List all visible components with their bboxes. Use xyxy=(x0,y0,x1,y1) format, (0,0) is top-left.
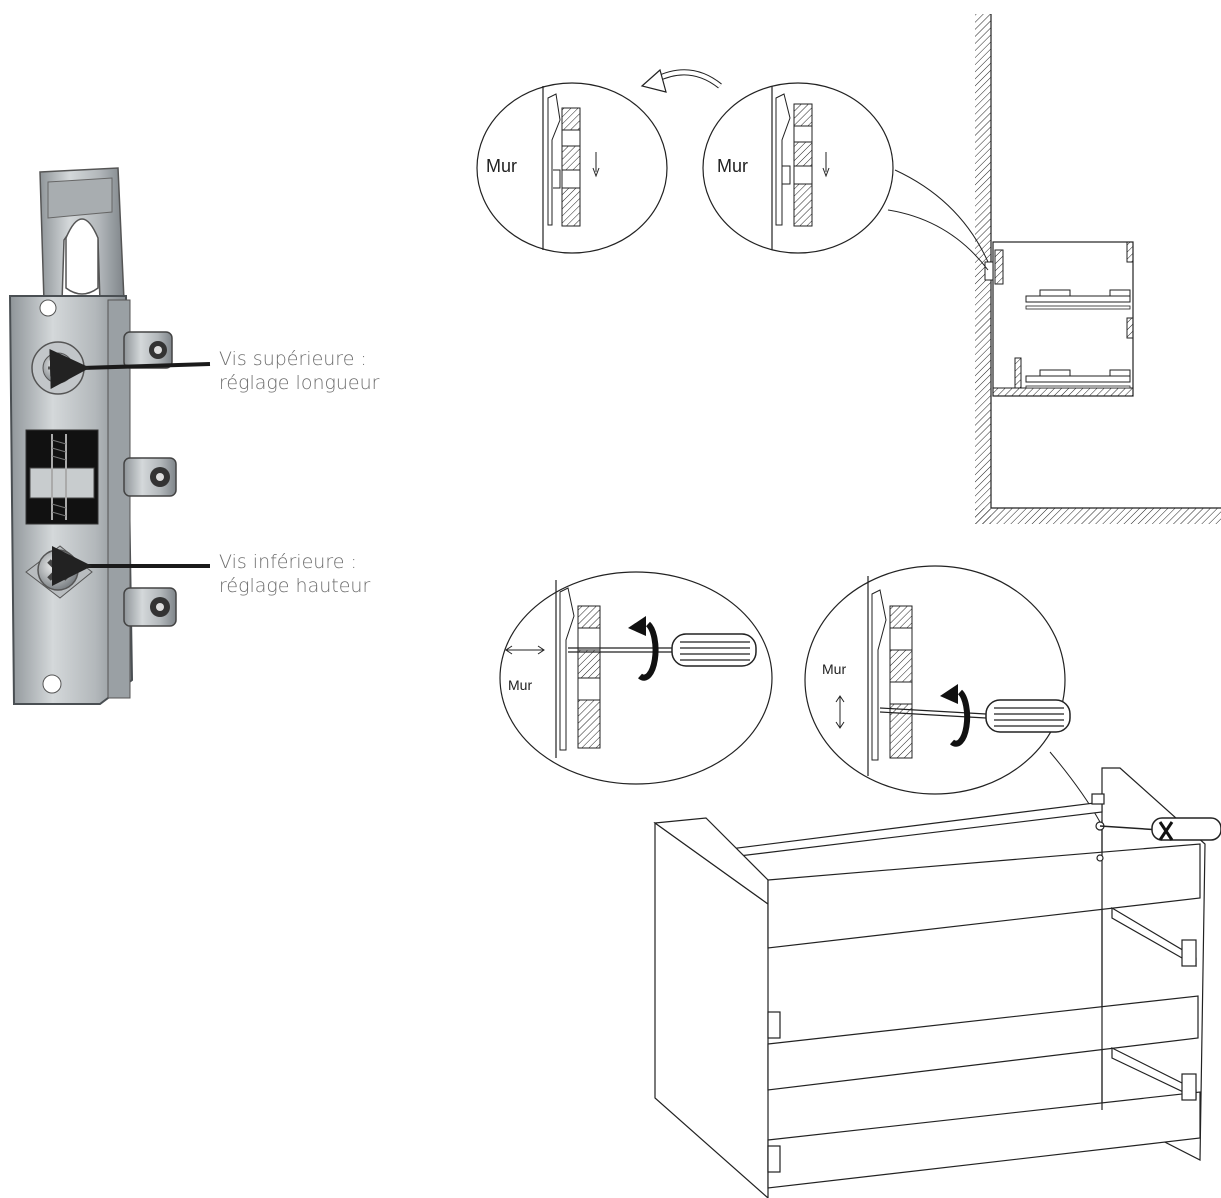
leader-line-top-2 xyxy=(887,209,989,271)
detail-circle-before xyxy=(476,82,668,254)
upper-screw-caption: Vis supérieure : réglage longueur xyxy=(219,347,379,395)
leader-line-top xyxy=(894,169,989,263)
detail-circle-height xyxy=(804,565,1071,795)
screwdriver-at-cabinet xyxy=(1099,817,1221,841)
wall-label-height: Mur xyxy=(822,661,846,677)
leader-line-bottom xyxy=(1049,751,1101,823)
wall-bracket-photo xyxy=(8,167,177,705)
rotation-arrow-icon-2 xyxy=(949,689,971,747)
lower-screw-caption-line2: réglage hauteur xyxy=(219,575,371,597)
upper-screw-arrow xyxy=(49,349,211,389)
detail-circle-after xyxy=(702,82,894,254)
lower-screw-caption: Vis inférieure : réglage hauteur xyxy=(219,550,370,598)
wall-section-diagram xyxy=(975,14,1221,524)
lower-screw-caption-line1: Vis inférieure : xyxy=(219,551,357,573)
upper-screw-caption-line1: Vis supérieure : xyxy=(219,348,367,370)
cabinet-drawing xyxy=(653,767,1206,1198)
rotation-arrow-icon xyxy=(638,621,659,681)
screwdriver-icon-2 xyxy=(985,699,1071,733)
screwdriver-icon xyxy=(671,633,757,667)
upper-screw-caption-line2: réglage longueur xyxy=(219,372,380,394)
detail-circle-length xyxy=(499,571,773,785)
wall-label-length: Mur xyxy=(508,677,532,693)
wall-label-after: Mur xyxy=(717,156,748,176)
wall-label-before: Mur xyxy=(486,156,517,176)
